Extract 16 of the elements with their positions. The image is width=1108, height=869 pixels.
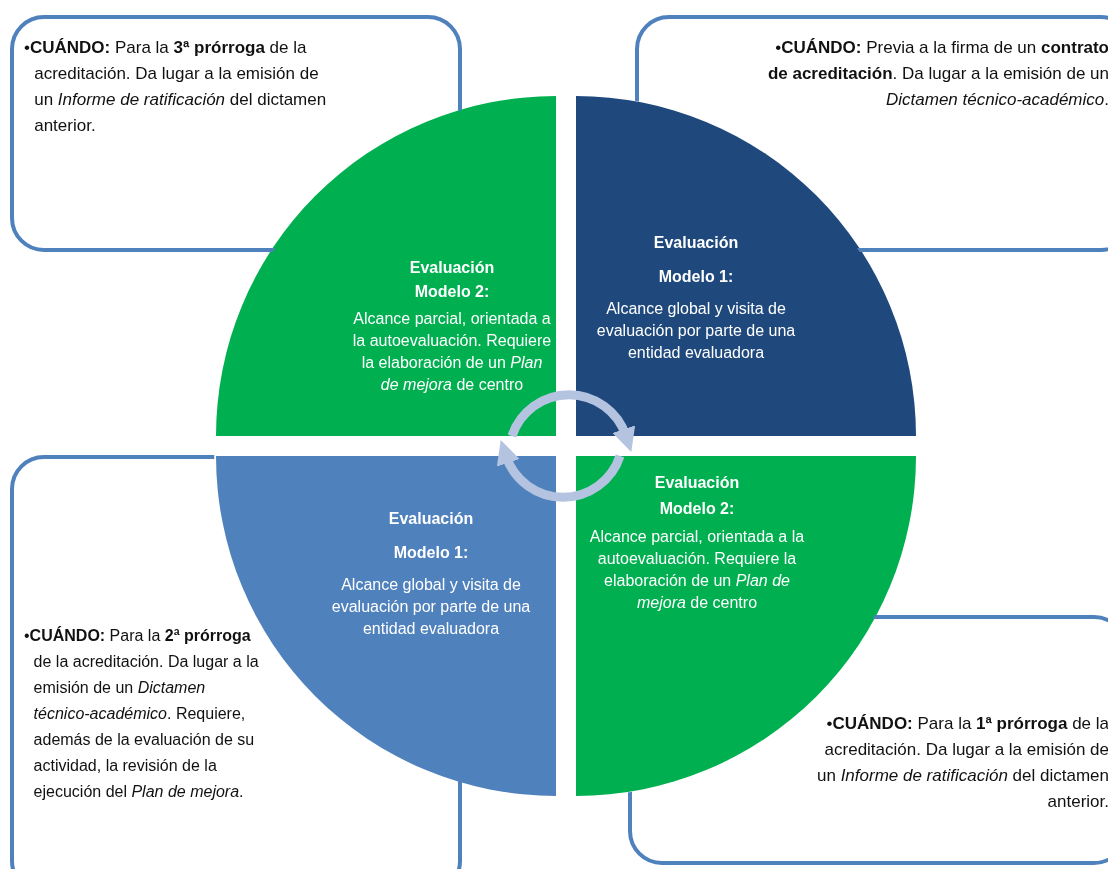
rounded-text-box	[10, 15, 462, 252]
segment-title: Evaluación Modelo 2:	[653, 473, 741, 519]
description-text: •CUÁNDO: Para la 3ª prórroga de la acreditación. Da lugar a la emisión de un Informe de ratificación del dictamen anterior.	[24, 37, 328, 137]
curved-arrow	[497, 440, 625, 502]
rounded-text-box	[635, 15, 1108, 252]
segment-description: Alcance global y visita de evaluación por parte de una entidad evaluadora	[595, 299, 797, 363]
segment-description: Alcance parcial, orientada a la autoevaluación. Requiere la elaboración de un Plan de mejora de centro	[352, 309, 552, 395]
description-text: •CUÁNDO: Para la 2ª prórroga de la acreditación. Da lugar a la emisión de un Dictamen técnico-académico. Requiere, además de la evaluación de su actividad, la revisión de la ejecución del Plan de mejora.	[24, 625, 260, 802]
segment-description: Alcance global y visita de evaluación por parte de una entidad evaluadora	[330, 575, 532, 639]
segment-title: Evaluación Modelo 1:	[387, 509, 475, 563]
segment-title: Evaluación Modelo 1:	[652, 233, 740, 287]
segment-title: Evaluación Modelo 2:	[408, 258, 496, 302]
rounded-text-box	[628, 615, 1108, 865]
description-text: •CUÁNDO: Previa a la firma de un contrato de acreditación. Da lugar a la emisión de un Dictamen técnico-académico.	[766, 37, 1108, 111]
segment-description: Alcance parcial, orientada a la autoevaluación. Requiere la elaboración de un Plan de mejora de centro	[588, 527, 806, 613]
curved-arrow	[507, 390, 635, 452]
